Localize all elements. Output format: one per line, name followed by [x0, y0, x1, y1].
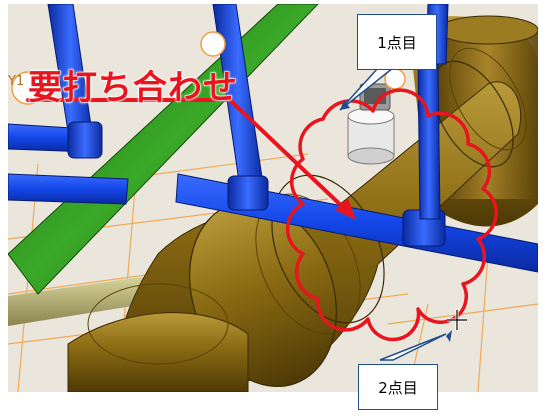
callout-point-1: 1点目 — [357, 14, 437, 70]
olive-pipe — [8, 276, 158, 326]
callout-point-2: 2点目 — [358, 364, 438, 410]
markup-comment-text[interactable]: 要打ち合わせ — [28, 68, 238, 109]
blue-pipes — [8, 4, 538, 273]
leader-arrowhead — [335, 198, 356, 220]
grid-axis-label: Y1 — [8, 74, 25, 89]
markup-leader — [26, 98, 350, 214]
sleeve-object — [347, 83, 395, 165]
callout-2-pointer — [379, 333, 447, 361]
model-scene — [8, 4, 538, 392]
3d-model-viewport[interactable] — [8, 4, 538, 392]
